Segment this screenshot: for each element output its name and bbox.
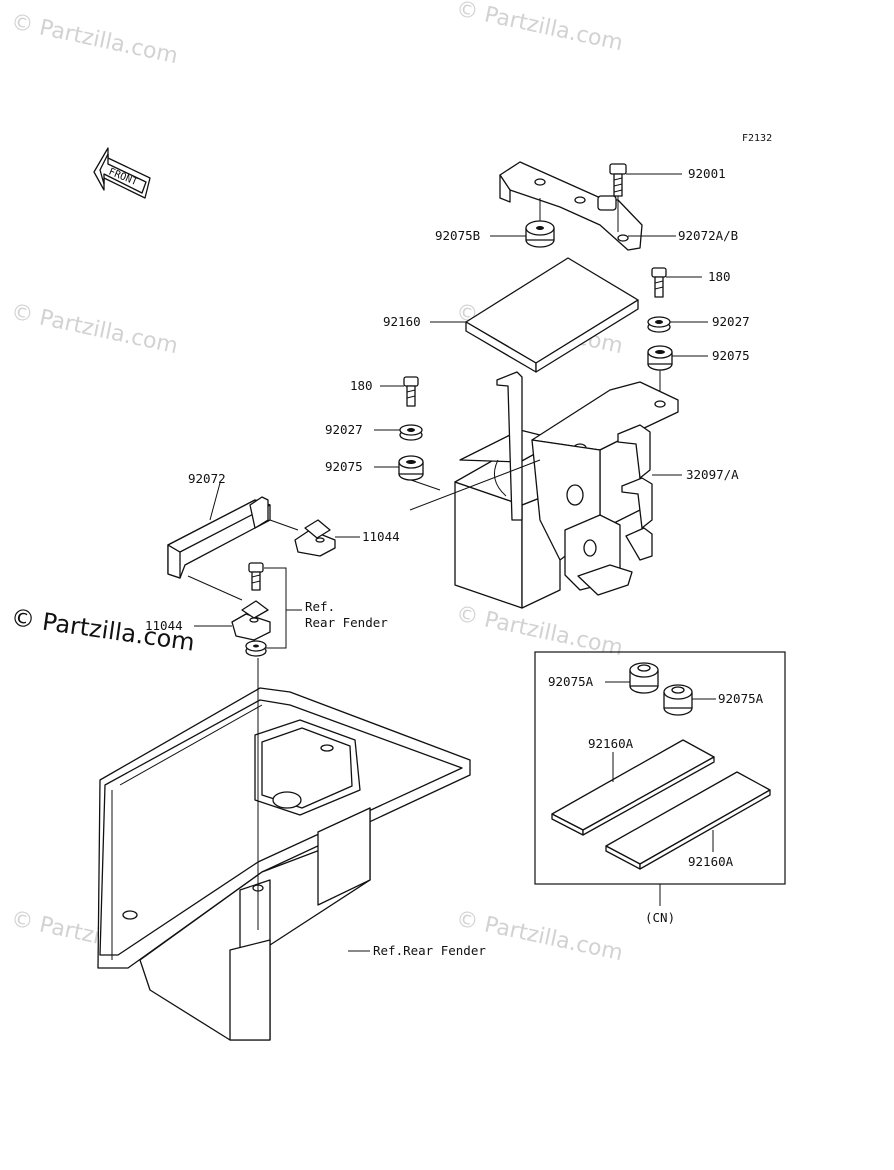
kit-pad-92160a-2 (605, 771, 771, 870)
damper-92075b (525, 220, 555, 248)
kit-damper-92075a-2 (663, 684, 693, 716)
kit-callout-92075a-right: 92075A (718, 691, 764, 706)
callout-11044-upper: 11044 (362, 529, 400, 544)
callout-32097a: 32097/A (686, 467, 739, 482)
ref-rear-fender-bottom: Ref.Rear Fender (373, 943, 486, 958)
watermark-text: © Partzilla.com (9, 299, 180, 359)
leader-strap-clip (269, 519, 299, 531)
ref-bracket (264, 567, 287, 649)
kit-market-label: (CN) (645, 910, 675, 925)
callout-92072ab: 92072A/B (678, 228, 738, 243)
clip-11044-lower (231, 600, 271, 641)
kit-callout-92160a-bottom: 92160A (688, 854, 734, 869)
callout-11044-lower: 11044 (145, 618, 183, 633)
callout-92027-right: 92027 (712, 314, 750, 329)
rear-fender (97, 687, 471, 1041)
bolt-fender (248, 562, 264, 591)
bracket-92072ab (499, 161, 643, 251)
leader-grommet-case (410, 479, 441, 491)
grommet-92075-left (398, 455, 424, 481)
kit-callout-92075a-left: 92075A (548, 674, 594, 689)
leader-92072 (209, 482, 221, 521)
washer-92027-right (647, 316, 671, 333)
clip-11044-upper (294, 519, 336, 557)
leader-grommet-case-2 (409, 459, 541, 511)
bolt-92001 (609, 163, 627, 197)
ref-label-line1: Ref. (305, 599, 335, 614)
callout-92027-left: 92027 (325, 422, 363, 437)
washer-92027-left (399, 424, 423, 441)
callout-92072: 92072 (188, 471, 226, 486)
watermark-text: © Partzilla.com (9, 9, 180, 69)
bolt-180-left (403, 376, 419, 407)
callout-92001: 92001 (688, 166, 726, 181)
grommet-92075-right (647, 345, 673, 371)
watermark-text: © Partzilla.com (454, 0, 625, 56)
bolt-180-right (651, 267, 667, 298)
callout-92075-right: 92075 (712, 348, 750, 363)
callout-92160: 92160 (383, 314, 421, 329)
front-arrow: FRONT (93, 147, 151, 199)
callout-180-left: 180 (350, 378, 373, 393)
ref-label-line2: Rear Fender (305, 615, 388, 630)
strap-92072 (167, 496, 271, 579)
nut-fender (245, 640, 267, 657)
figure-code: F2132 (742, 133, 772, 144)
battery-case-32097a (454, 371, 679, 609)
kit-callout-92160a-top: 92160A (588, 736, 634, 751)
kit-damper-92075a-1 (629, 662, 659, 694)
leader-strap-clip-lower (187, 575, 243, 601)
kit-pad-92160a-1 (551, 739, 715, 836)
pad-92160 (465, 257, 639, 373)
callout-92075-left: 92075 (325, 459, 363, 474)
callout-180-right: 180 (708, 269, 731, 284)
callout-92075b: 92075B (435, 228, 480, 243)
